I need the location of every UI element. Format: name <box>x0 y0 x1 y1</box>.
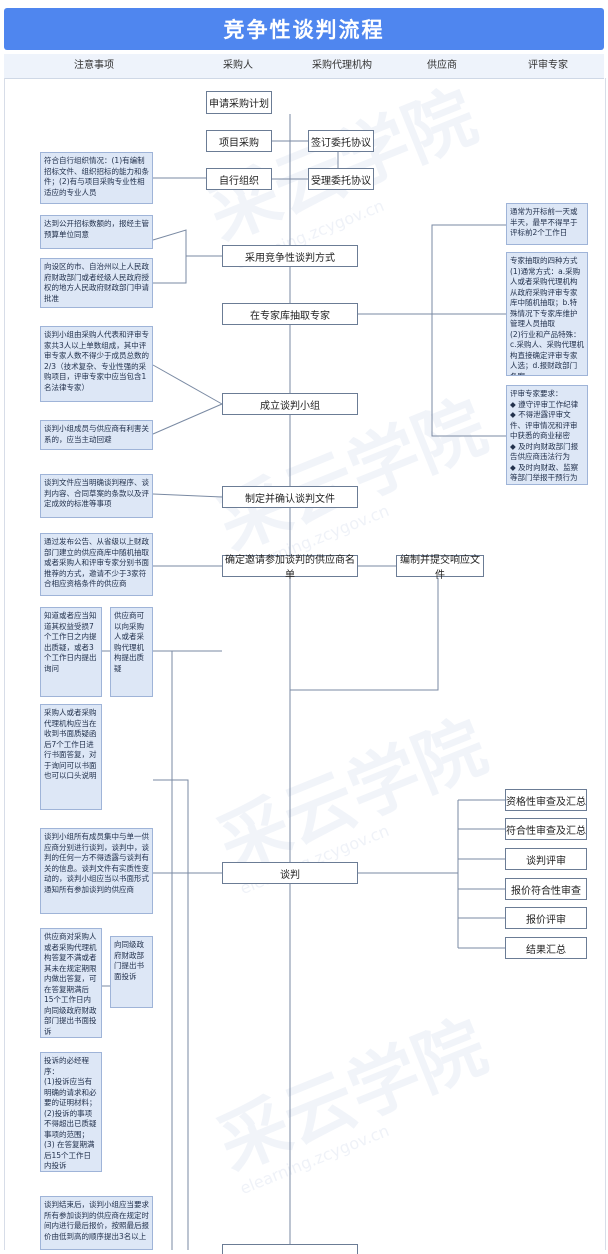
note-complaint-target: 向同级政府财政部门提出书面投诉 <box>110 936 153 1008</box>
review-summary: 结果汇总 <box>505 937 587 959</box>
step-adopt-negotiation: 采用竞争性谈判方式 <box>222 245 358 267</box>
note-supplier-invitation: 通过发布公告、从省级以上财政部门建立的供应商库中随机抽取或者采购人和评审专家分别… <box>40 533 153 596</box>
step-invite-suppliers: 确定邀请参加谈判的供应商名单 <box>222 555 358 581</box>
note-approval-authority: 向设区的市、自治州以上人民政府财政部门或者经级人民政府授权的地方人民政府财政部门… <box>40 258 153 308</box>
note-challenge-deadline: 知道或者应当知道其权益受损7个工作日之内提出质疑，或者3个工作日内提出询问 <box>40 607 102 697</box>
column-experts: 评审专家 <box>528 60 568 71</box>
note-expert-draw-methods: 专家抽取的四种方式 (1)通常方式：a.采购人或者采购代理机构从政府采购评审专家… <box>506 252 588 376</box>
step-apply-plan: 申请采购计划 <box>206 91 272 114</box>
note-challenge-reply: 采购人或者采购代理机构应当在收到书面质疑函后7个工作日进行书面答复，对于询问可以… <box>40 704 102 810</box>
swimlane-header: 注意事项 采购人 采购代理机构 供应商 评审专家 <box>4 54 604 79</box>
note-negotiation-rules: 谈判小组所有成员集中与单一供应商分别进行谈判，谈判中，谈判的任何一方不得透露与谈… <box>40 828 153 914</box>
column-notes: 注意事项 <box>74 60 114 71</box>
note-doc-contents: 谈判文件应当明确谈判程序、谈判内容、合同草案的条款以及评定成效的标准等事项 <box>40 474 153 518</box>
column-agency: 采购代理机构 <box>312 60 372 71</box>
step-accept-entrust: 受理委托协议 <box>308 168 374 190</box>
column-supplier: 供应商 <box>427 60 457 71</box>
page-title: 竞争性谈判流程 <box>4 8 604 50</box>
swimlane-canvas <box>4 78 606 1250</box>
step-self-organize: 自行组织 <box>206 168 272 190</box>
review-quote: 报价评审 <box>505 907 587 929</box>
review-conformity: 符合性审查及汇总 <box>505 818 587 840</box>
review-quote-conformity: 报价符合性审查 <box>505 878 587 900</box>
review-negotiation: 谈判评审 <box>505 848 587 870</box>
column-purchaser: 采购人 <box>223 60 253 71</box>
review-qualification: 资格性审查及汇总 <box>505 789 587 811</box>
note-panel-composition: 谈判小组由采购人代表和评审专家共3人以上单数组成，其中评审专家人数不得少于成员总… <box>40 326 153 402</box>
step-draw-experts: 在专家库抽取专家 <box>222 303 358 325</box>
note-complaint-deadline: 供应商对采购人或者采购代理机构答复不满或者其未在规定期限内做出答复，可在答复期满… <box>40 928 102 1038</box>
step-next-partial <box>222 1244 358 1254</box>
note-public-threshold: 达到公开招标数额的，报经主管预算单位同意 <box>40 215 153 249</box>
step-negotiation: 谈判 <box>222 862 358 884</box>
note-self-organize-conditions: 符合自行组织情况：(1)有编制招标文件、组织招标的能力和条件；(2)有与项目采购… <box>40 152 153 204</box>
note-final-quote: 谈判结束后，谈判小组应当要求所有参加谈判的供应商在规定时间内进行最后报价，按照最… <box>40 1196 153 1250</box>
note-complaint-procedure: 投诉的必经程序： (1)投诉应当有明确的请求和必要的证明材料； (2)投诉的事项… <box>40 1052 102 1172</box>
step-sign-entrust: 签订委托协议 <box>308 130 374 152</box>
note-recusal: 谈判小组成员与供应商有利害关系的，应当主动回避 <box>40 420 153 450</box>
note-expert-requirements: 评审专家要求： ◆ 遵守评审工作纪律 ◆ 不得泄露评审文件、评审情况和评审中获悉… <box>506 385 588 485</box>
step-project-procurement: 项目采购 <box>206 130 272 152</box>
step-submit-response: 编制并提交响应文件 <box>396 555 484 581</box>
note-expert-timing: 通常为开标前一天或半天，最早不得早于评标前2个工作日 <box>506 203 588 245</box>
step-negotiation-docs: 制定并确认谈判文件 <box>222 486 358 508</box>
note-challenge-target: 供应商可以向采购人或者采购代理机构提出质疑 <box>110 607 153 697</box>
step-form-panel: 成立谈判小组 <box>222 393 358 415</box>
